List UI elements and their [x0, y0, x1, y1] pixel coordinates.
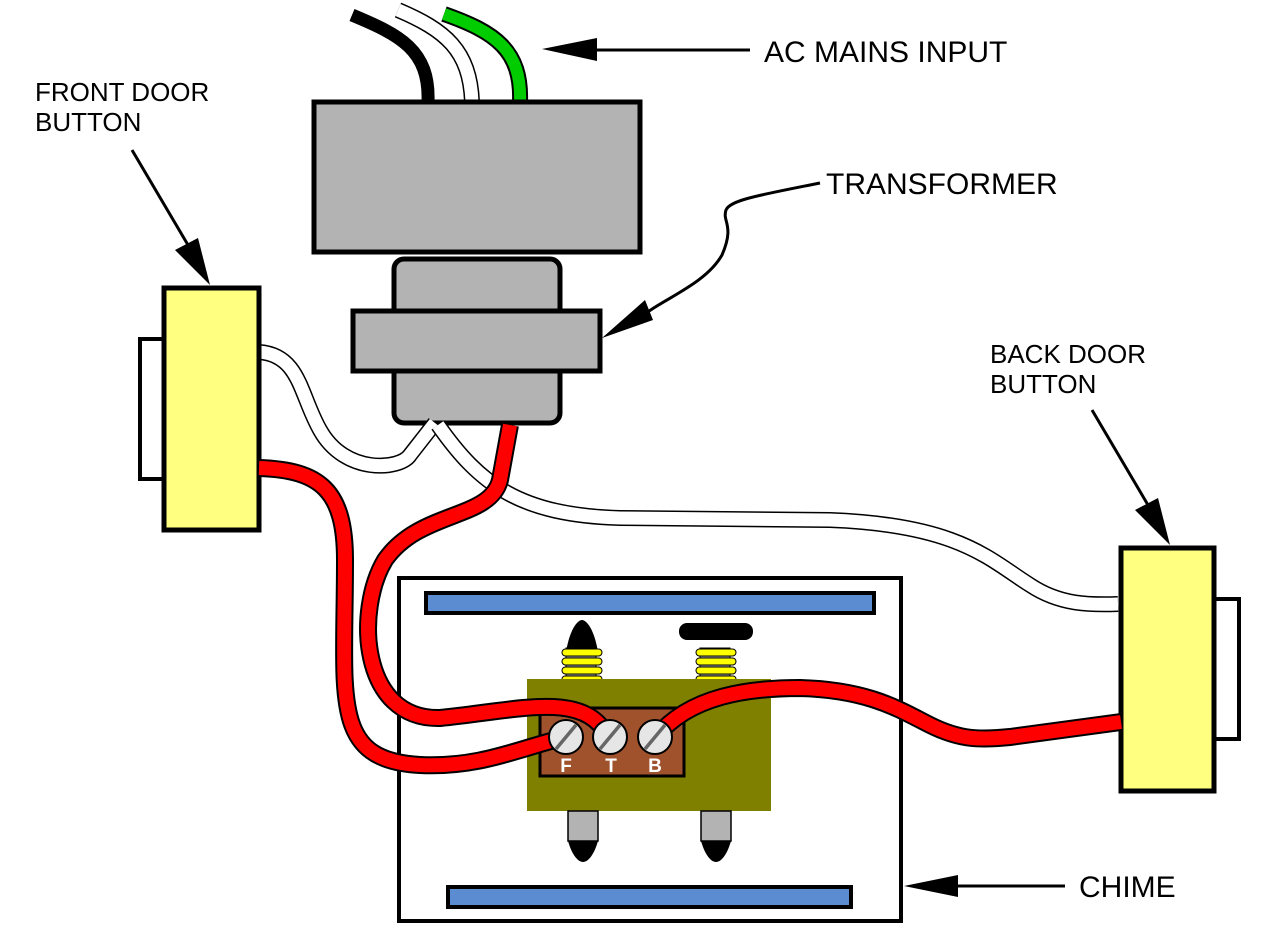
terminal-label-f: F: [560, 756, 572, 777]
back-door-arrowhead-icon: [1135, 498, 1170, 545]
white-mains-wire: [394, 2, 480, 103]
back-plunger-bottom: [700, 810, 732, 862]
back-door-label-line1: BACK DOOR: [990, 339, 1146, 369]
callout-arrows: [130, 38, 1170, 897]
transformer-label: TRANSFORMER: [826, 168, 1058, 201]
chime-label: CHIME: [1079, 871, 1176, 904]
back-door-button: [1118, 545, 1241, 794]
front-spring: [561, 647, 603, 683]
transformer-arrow-line: [638, 181, 821, 320]
transformer: [311, 99, 643, 426]
transformer-winding: [350, 308, 603, 374]
back-spring: [695, 647, 737, 683]
chime-arrowhead-icon: [904, 875, 958, 897]
back-door-button-plunger: [1211, 597, 1241, 741]
transformer-arrowhead-icon: [602, 300, 653, 338]
terminal-label-t: T: [605, 756, 617, 777]
terminal-screw-f: [548, 719, 584, 755]
ac-mains-wires: [349, 2, 529, 103]
back-door-label-line2: BUTTON: [990, 369, 1096, 399]
front-door-arrow-line: [130, 149, 190, 246]
ac-mains-arrowhead-icon: [542, 38, 597, 61]
lower-tone-bar: [446, 885, 853, 909]
terminal-screw-t: [592, 719, 628, 755]
front-door-button: [138, 285, 262, 533]
transformer-housing: [311, 99, 643, 255]
back-plunger-cap: [679, 623, 753, 640]
labels: AC MAINS INPUT TRANSFORMER FRONT DOOR BU…: [35, 36, 1176, 904]
terminal-label-b: B: [648, 756, 662, 777]
front-plunger-tip-top: [566, 620, 598, 652]
terminal-screw-b: [637, 719, 673, 755]
terminal-screws: F T B: [548, 719, 673, 777]
front-door-label-line1: FRONT DOOR: [35, 77, 209, 107]
front-door-arrowhead-icon: [175, 238, 210, 285]
back-door-arrow-line: [1090, 409, 1150, 506]
front-door-label-line2: BUTTON: [35, 107, 141, 137]
black-mains-wire: [349, 9, 435, 103]
back-door-button-body: [1118, 545, 1217, 794]
upper-tone-bar: [424, 591, 876, 615]
ac-mains-input-label: AC MAINS INPUT: [764, 36, 1007, 69]
front-plunger-bottom: [567, 810, 599, 862]
front-door-button-body: [161, 285, 262, 533]
green-ground-wire: [441, 6, 529, 103]
red-wires: [258, 423, 1123, 775]
